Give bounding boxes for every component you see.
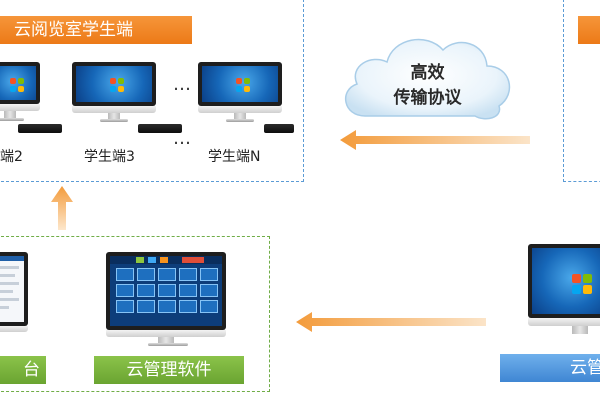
management-screen bbox=[0, 256, 24, 322]
cloud-terminal-box bbox=[264, 124, 294, 133]
cloud-icon bbox=[344, 38, 511, 120]
student-panel-title-text: 云阅览室学生端 bbox=[14, 20, 133, 40]
windows-logo-icon bbox=[110, 78, 124, 92]
arrow-left-bottom bbox=[296, 312, 486, 332]
ellipsis: … bbox=[173, 128, 192, 149]
student-label: 端2 bbox=[0, 149, 23, 165]
management-screen bbox=[110, 256, 222, 326]
student-panel bbox=[0, 0, 304, 182]
student-monitor-3 bbox=[72, 62, 162, 132]
ellipsis: … bbox=[173, 74, 192, 95]
windows-logo-icon bbox=[572, 274, 592, 294]
desktop-screen bbox=[202, 66, 278, 102]
management-left-label: 台 bbox=[23, 360, 40, 380]
server-label: 云管 bbox=[570, 358, 600, 378]
cloud-terminal-box bbox=[138, 124, 182, 133]
management-panel bbox=[0, 236, 270, 392]
server-monitor bbox=[528, 244, 600, 344]
cloud-title-line2: 传输协议 bbox=[335, 83, 520, 108]
student-monitor-n bbox=[198, 62, 288, 132]
management-software-label: 云管理软件 bbox=[126, 360, 212, 380]
student-label: 学生端N bbox=[208, 149, 261, 165]
windows-logo-icon bbox=[10, 78, 24, 92]
cloud-title-line1: 高效 bbox=[335, 58, 520, 83]
student-label: 学生端3 bbox=[84, 149, 135, 165]
student-panel-title: 云阅览室学生端 bbox=[0, 16, 192, 44]
server-label-bar: 云管 bbox=[500, 354, 600, 382]
ellipsis-text: … bbox=[173, 128, 192, 149]
management-left-label-bar: 台 bbox=[0, 356, 46, 384]
cloud-line2-text: 传输协议 bbox=[393, 88, 462, 108]
student-monitor-2 bbox=[0, 62, 50, 132]
windows-logo-icon bbox=[236, 78, 250, 92]
desktop-screen bbox=[76, 66, 152, 102]
management-software-label-bar: 云管理软件 bbox=[94, 356, 244, 384]
cloud-terminal-box bbox=[18, 124, 62, 133]
desktop-screen bbox=[0, 66, 36, 100]
monitor-base bbox=[148, 343, 188, 346]
arrow-up bbox=[51, 186, 73, 230]
arrow-left-top bbox=[340, 130, 530, 150]
ellipsis-text: … bbox=[173, 74, 192, 95]
desktop-screen bbox=[532, 248, 600, 314]
management-monitor-left bbox=[0, 252, 34, 342]
cloud-line1-text: 高效 bbox=[410, 63, 445, 83]
management-monitor bbox=[106, 252, 230, 344]
server-panel bbox=[563, 0, 600, 182]
server-panel-title bbox=[578, 16, 600, 44]
